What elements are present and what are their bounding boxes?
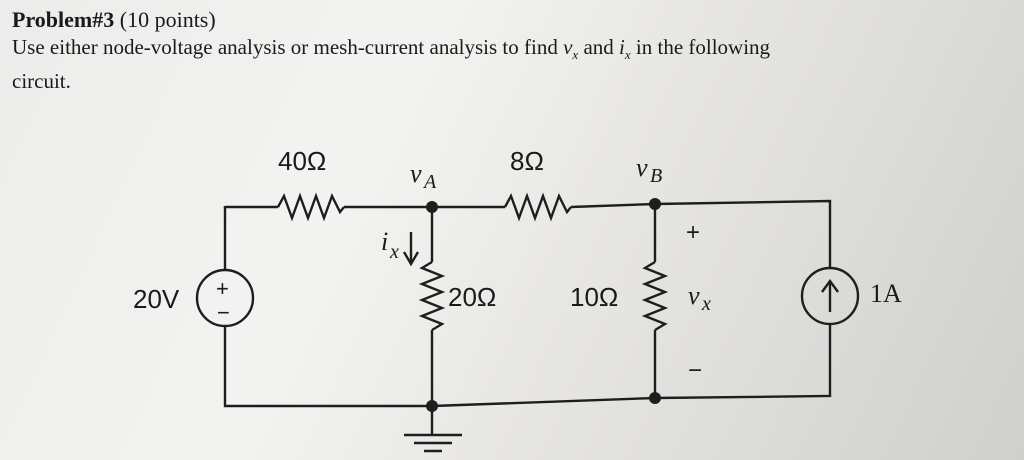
resistor-8-label: 8Ω xyxy=(510,146,544,176)
current-source-arrow-icon xyxy=(821,278,839,312)
wire-top-right xyxy=(570,199,832,268)
problem-statement: Problem#3 (10 points) Use either node-vo… xyxy=(12,6,1012,94)
voltage-source-plus: + xyxy=(216,276,229,301)
wire-top-left xyxy=(223,205,278,209)
resistor-40-label: 40Ω xyxy=(278,146,326,176)
vx-sub: x xyxy=(701,293,711,315)
ix-label: i xyxy=(381,227,388,256)
resistor-40-zigzag xyxy=(276,192,345,222)
vx-plus: + xyxy=(686,219,700,246)
voltage-source-label: 20V xyxy=(133,284,180,314)
node-b-dot xyxy=(649,198,661,210)
node-b-sub: B xyxy=(650,165,662,187)
resistor-10-zigzag xyxy=(641,260,669,332)
resistor-8-zigzag xyxy=(503,192,572,222)
resistor-10-label: 10Ω xyxy=(570,282,618,312)
node-b-label: v xyxy=(636,153,648,182)
ix-sub: x xyxy=(389,241,399,263)
ground-icon xyxy=(404,433,462,453)
var-v: v xyxy=(563,35,573,59)
problem-title: Problem#3 (10 points) xyxy=(12,6,1012,34)
problem-line-1: Use either node-voltage analysis or mesh… xyxy=(12,34,1012,68)
wire-far-right-lower xyxy=(431,324,832,408)
node-a-label: v xyxy=(410,159,422,188)
voltage-source-minus: − xyxy=(217,300,230,325)
node-bottom-right-dot xyxy=(649,392,661,404)
node-a-dot xyxy=(426,201,438,213)
vx-minus: − xyxy=(688,357,702,384)
resistor-20-label: 20Ω xyxy=(448,282,496,312)
node-a-sub: A xyxy=(422,171,437,193)
var-v-sub: x xyxy=(572,47,579,63)
problem-heading: Problem#3 xyxy=(12,7,115,32)
instruction-text-end: in the following xyxy=(630,35,771,59)
node-bottom-mid-dot xyxy=(426,400,438,412)
ix-arrow-icon xyxy=(402,232,420,267)
problem-points: (10 points) xyxy=(114,7,216,32)
var-i-sub: x xyxy=(624,47,631,63)
var-i: i xyxy=(619,35,625,59)
resistor-20-zigzag xyxy=(418,260,446,332)
wire-left-lower xyxy=(223,326,432,408)
instruction-text: Use either node-voltage analysis or mesh… xyxy=(12,35,564,59)
and-word: and xyxy=(578,35,620,59)
problem-line-2: circuit. xyxy=(12,69,71,94)
vx-label: v xyxy=(688,281,700,310)
current-source-label: 1A xyxy=(870,279,902,308)
